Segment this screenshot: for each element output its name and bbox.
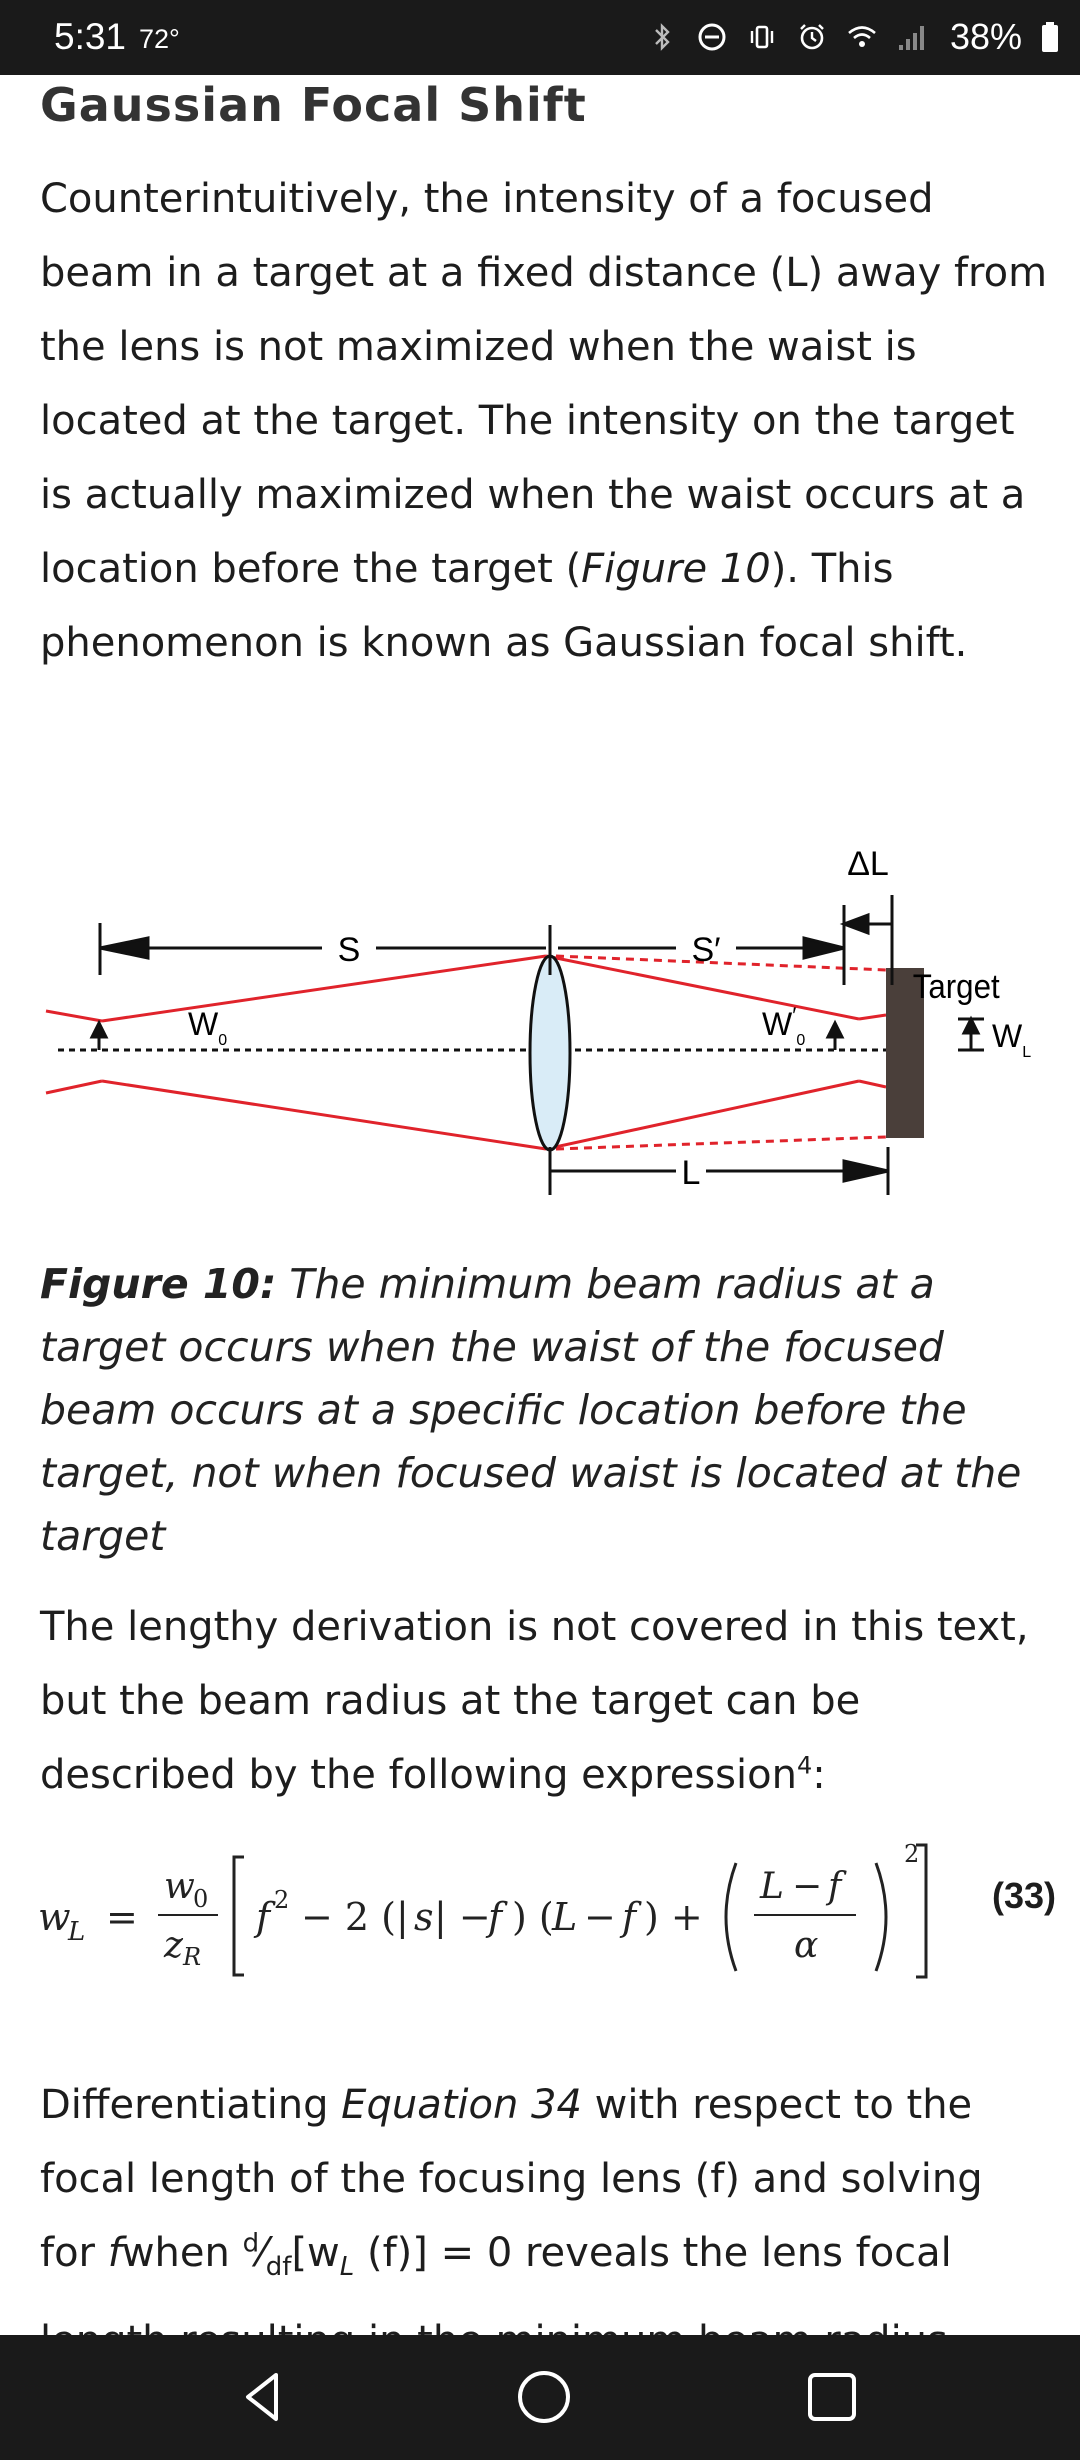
svg-text:z: z <box>163 1925 184 1966</box>
derivation-paragraph: The lengthy derivation is not covered in… <box>40 1590 1050 1812</box>
intro-paragraph: Counterintuitively, the intensity of a f… <box>40 162 1050 680</box>
beam-bot-focus <box>545 1079 860 1151</box>
svg-text:w: w <box>164 1866 195 1907</box>
w0-prime-marker <box>825 1019 845 1050</box>
l-dimension <box>548 1147 890 1195</box>
back-button[interactable] <box>232 2365 296 2429</box>
svg-text:−: − <box>584 1895 616 1939</box>
beam-top-after <box>858 1013 887 1021</box>
caption-label: Figure 10: <box>40 1260 277 1308</box>
svg-text:=: = <box>106 1895 138 1939</box>
navigation-bar <box>0 2335 1080 2460</box>
svg-text:α: α <box>794 1925 818 1966</box>
reference-4-link[interactable]: 4 <box>796 1751 813 1780</box>
beam-top-s <box>101 954 547 1023</box>
s-prime-dimension <box>558 905 846 985</box>
diff-text-c: when <box>121 2230 243 2276</box>
svg-text:−: − <box>792 1866 822 1907</box>
signal-icon <box>898 26 924 50</box>
svg-text:f: f <box>619 1895 642 1939</box>
lens <box>528 954 572 1152</box>
svg-text:w: w <box>38 1895 71 1939</box>
status-icons: 38% <box>646 14 1060 60</box>
delta-l-dimension <box>839 895 894 985</box>
figure-10-diagram: S S′ ΔL Target W0 W′0 <box>45 845 1031 1195</box>
diff-w: [w <box>291 2230 340 2276</box>
equation-34-link[interactable]: Equation 34 <box>341 2082 582 2128</box>
equation-number: (33) <box>991 1875 1056 1916</box>
svg-text:f: f <box>485 1895 508 1939</box>
w0-label: W0 <box>188 1006 227 1049</box>
svg-text:| −: | − <box>434 1895 491 1939</box>
diff-text-b: with respect to the focal length of the … <box>40 2082 983 2276</box>
diff-text-a: Differentiating <box>40 2082 342 2128</box>
status-bar: 5:31 72° 38% <box>0 0 1080 75</box>
beam-bot-left-entry <box>45 1079 103 1095</box>
beam-bot-s <box>101 1079 547 1151</box>
beam-top-left-entry <box>45 1009 103 1023</box>
delta-l-label: ΔL <box>847 845 889 883</box>
figure-caption: Figure 10: The minimum beam radius at a … <box>40 1253 1050 1568</box>
s-prime-label: S′ <box>691 931 720 969</box>
svg-text:2: 2 <box>274 1886 289 1914</box>
equation-33: w L = w 0 z R f 2 − 2 (| s | − f ) ( L −… <box>38 1840 928 1979</box>
alarm-icon <box>800 24 824 50</box>
vibrate-icon <box>750 25 774 49</box>
figure-10-link[interactable]: Figure 10 <box>581 546 771 592</box>
svg-text:2: 2 <box>904 1840 919 1868</box>
svg-text:L: L <box>67 1917 85 1947</box>
differentiating-paragraph: Differentiating Equation 34 with respect… <box>40 2068 1050 2378</box>
svg-text:s: s <box>414 1895 434 1939</box>
s-label: S <box>338 931 361 969</box>
intro-text-b: ). This phenomenon is known as Gaussian … <box>40 546 968 666</box>
w0-marker <box>89 1019 109 1050</box>
battery-icon <box>1042 22 1058 52</box>
diff-f: f <box>107 2230 122 2276</box>
svg-text:) (: ) ( <box>512 1895 554 1939</box>
svg-text:f: f <box>825 1866 847 1907</box>
diff-wl-sub: L <box>339 2252 355 2282</box>
do-not-disturb-icon <box>698 23 726 51</box>
svg-text:f: f <box>253 1895 276 1939</box>
target-block <box>886 968 924 1138</box>
s-dimension <box>98 923 552 975</box>
svg-text:) +: ) + <box>644 1895 703 1939</box>
beam-top-focus <box>545 954 860 1021</box>
svg-text:L: L <box>759 1866 784 1907</box>
svg-text:− 2 (|: − 2 (| <box>301 1895 409 1939</box>
status-temperature: 72° <box>139 24 180 54</box>
l-label: L <box>682 1154 701 1192</box>
derivation-text: The lengthy derivation is not covered in… <box>40 1604 1029 1798</box>
status-time: 5:31 <box>54 16 127 57</box>
wifi-icon <box>848 26 876 47</box>
wl-label: WL <box>992 1018 1031 1061</box>
diff-d: d <box>242 2228 260 2259</box>
diff-fx: (f <box>354 2230 397 2276</box>
beam-dashed <box>555 954 887 1151</box>
svg-text:L: L <box>551 1895 577 1939</box>
beam-lines <box>45 954 887 1151</box>
svg-text:R: R <box>182 1943 201 1971</box>
page-title: Gaussian Focal Shift <box>40 78 587 132</box>
wl-marker <box>958 1015 984 1052</box>
battery-percent: 38% <box>949 16 1022 57</box>
svg-text:0: 0 <box>193 1885 208 1913</box>
intro-text-a: Counterintuitively, the intensity of a f… <box>40 176 1048 592</box>
bluetooth-icon <box>655 23 670 51</box>
beam-bot-after <box>858 1079 887 1089</box>
home-button[interactable] <box>512 2365 576 2429</box>
caption-text: The minimum beam radius at a target occu… <box>40 1260 1022 1560</box>
diff-df: df <box>265 2252 292 2282</box>
derivation-end: : <box>812 1752 826 1798</box>
target-label: Target <box>913 967 1000 1006</box>
w0-prime-label: W′0 <box>762 1003 805 1049</box>
recents-button[interactable] <box>800 2365 864 2429</box>
